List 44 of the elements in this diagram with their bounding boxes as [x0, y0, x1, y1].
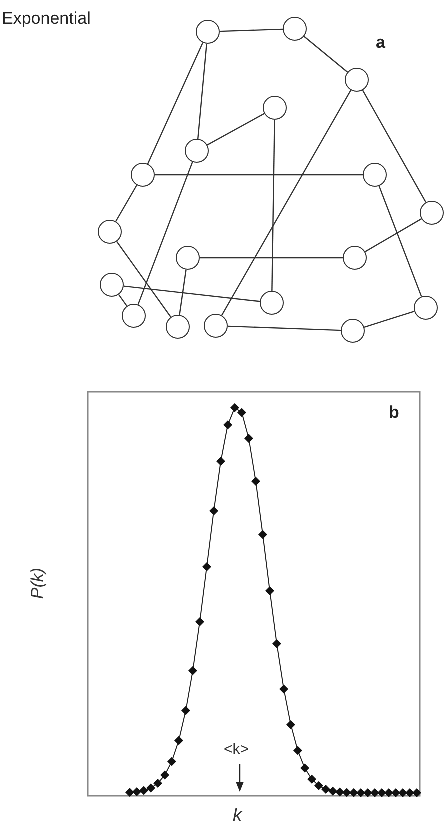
network-link — [118, 294, 128, 307]
network-node — [166, 315, 190, 339]
network-link — [364, 311, 415, 328]
network-link — [378, 186, 422, 298]
axis-label: P(k) — [29, 568, 46, 600]
network-link — [116, 185, 138, 222]
network-node — [345, 68, 369, 92]
network-node — [420, 201, 444, 225]
network-link — [221, 90, 352, 316]
network-link — [179, 270, 187, 316]
network-link — [272, 120, 276, 291]
network-node — [100, 273, 124, 297]
network-node — [341, 319, 365, 343]
network-node — [185, 139, 209, 163]
network-node — [343, 246, 367, 270]
network-link — [198, 44, 208, 140]
network-link — [138, 162, 194, 305]
network-link — [200, 257, 343, 259]
network-node — [204, 314, 228, 338]
network-link — [147, 42, 204, 164]
network-node — [263, 96, 287, 120]
network-link — [365, 218, 422, 252]
mean-label: <k> — [224, 742, 250, 757]
network-link — [155, 174, 363, 176]
network-link — [124, 286, 260, 302]
network-link — [304, 36, 348, 73]
panel-letter: b — [389, 404, 400, 421]
panel-title: Exponential — [2, 10, 91, 27]
network-node — [176, 246, 200, 270]
network-node — [260, 291, 284, 315]
network-node — [196, 20, 220, 44]
network-node — [363, 163, 387, 187]
network-node — [414, 296, 438, 320]
network-node — [131, 163, 155, 187]
network-link — [220, 28, 284, 32]
network-link — [207, 113, 265, 146]
network-node — [283, 17, 307, 41]
panel-letter: a — [376, 34, 386, 51]
network-node — [122, 304, 146, 328]
network-node — [98, 220, 122, 244]
network-link — [362, 90, 427, 203]
network-link — [116, 241, 172, 318]
axis-label: k — [233, 806, 242, 824]
network-link — [228, 326, 342, 332]
